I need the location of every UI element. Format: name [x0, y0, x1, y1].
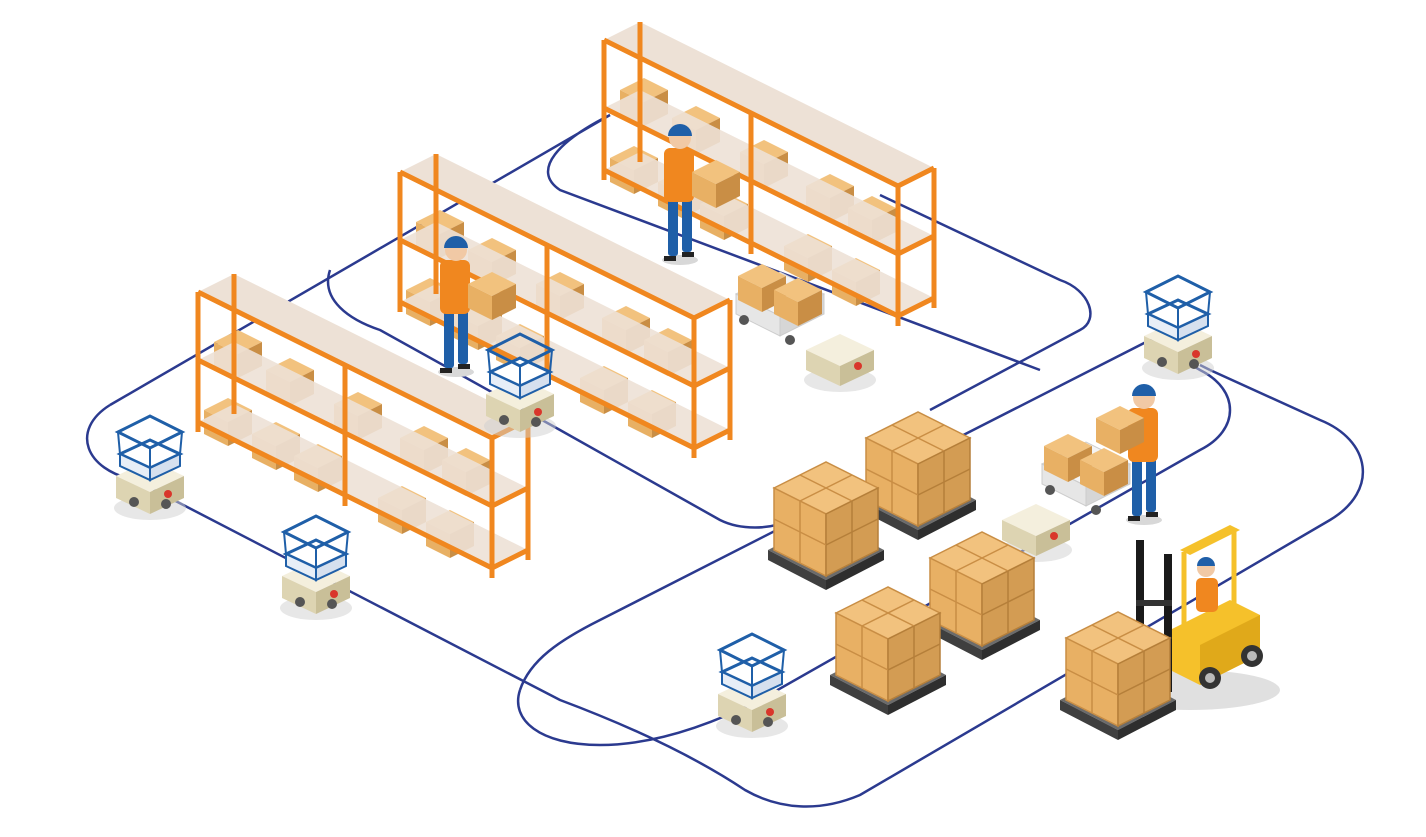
- cart-with-boxes: [1040, 434, 1132, 515]
- agv-robot: [1140, 274, 1216, 382]
- agv-robot: [112, 414, 188, 522]
- agv-robot-towing: [804, 334, 876, 392]
- pallet-stack: [1059, 611, 1177, 741]
- agv-robot: [278, 514, 354, 622]
- cart-with-boxes: [734, 264, 826, 345]
- agv-robot: [714, 632, 790, 740]
- pallet-stack: [829, 586, 947, 716]
